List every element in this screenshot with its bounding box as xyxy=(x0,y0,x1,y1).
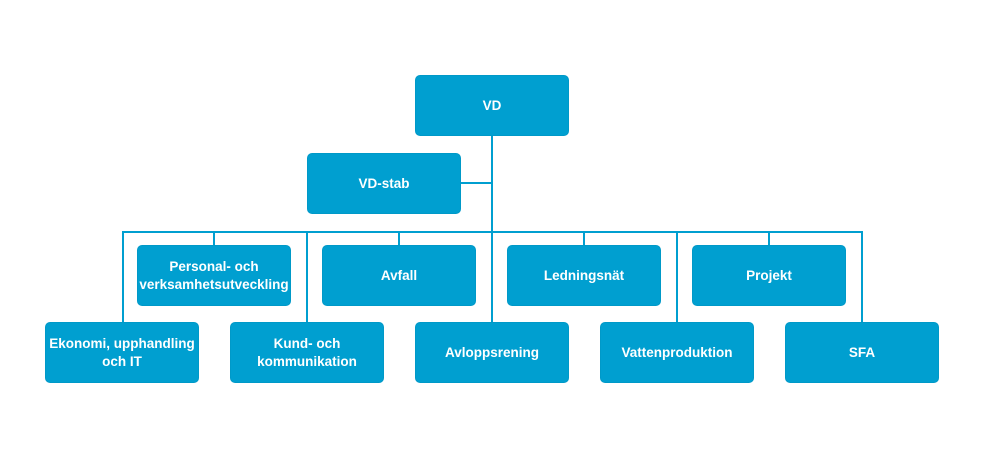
node-personal-verksamhetsutveckling: Personal- och verksamhetsutveckling xyxy=(137,245,291,306)
node-avloppsrening: Avloppsrening xyxy=(415,322,569,383)
node-ledningsnat: Ledningsnät xyxy=(507,245,661,306)
node-ekonomi-upphandling-it: Ekonomi, upphandling och IT xyxy=(45,322,199,383)
node-vattenproduktion: Vattenproduktion xyxy=(600,322,754,383)
node-kund-kommunikation: Kund- och kommunikation xyxy=(230,322,384,383)
node-vd-stab: VD-stab xyxy=(307,153,461,214)
node-sfa: SFA xyxy=(785,322,939,383)
node-vd: VD xyxy=(415,75,569,136)
node-projekt: Projekt xyxy=(692,245,846,306)
node-avfall: Avfall xyxy=(322,245,476,306)
